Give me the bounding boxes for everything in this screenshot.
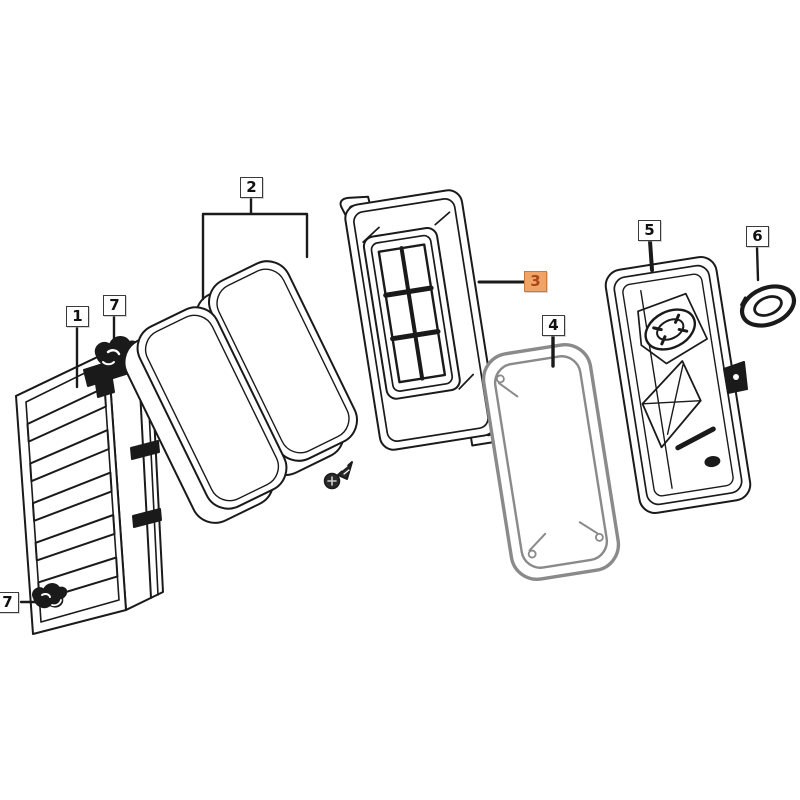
part-1-air-filter-cover-drawing bbox=[15, 337, 164, 635]
callout-2-filter-elements[interactable]: 2 bbox=[240, 177, 263, 198]
part-3-filter-housing-drawing bbox=[339, 189, 503, 451]
part-4-gasket-drawing bbox=[481, 343, 621, 581]
callout-3-housing-selected[interactable]: 3 bbox=[524, 271, 547, 292]
callout-7-clip-bottom[interactable]: 7 bbox=[0, 592, 19, 613]
callout-4-gasket[interactable]: 4 bbox=[542, 315, 565, 336]
callout-5-base-plate[interactable]: 5 bbox=[638, 220, 661, 241]
part-2-filter-elements-drawing bbox=[123, 260, 358, 524]
part-5-base-plate-drawing bbox=[604, 256, 752, 514]
part-7-clip-bottom-drawing bbox=[32, 583, 68, 609]
callout-7-clip-top[interactable]: 7 bbox=[103, 295, 126, 316]
part-5-side-tab-drawing bbox=[723, 361, 748, 394]
leader-lines bbox=[19, 196, 760, 604]
callout-1-cover[interactable]: 1 bbox=[66, 306, 89, 327]
screw-drawing bbox=[323, 461, 353, 490]
callout-6-grommet[interactable]: 6 bbox=[746, 226, 769, 247]
part-6-grommet-drawing bbox=[739, 284, 797, 328]
